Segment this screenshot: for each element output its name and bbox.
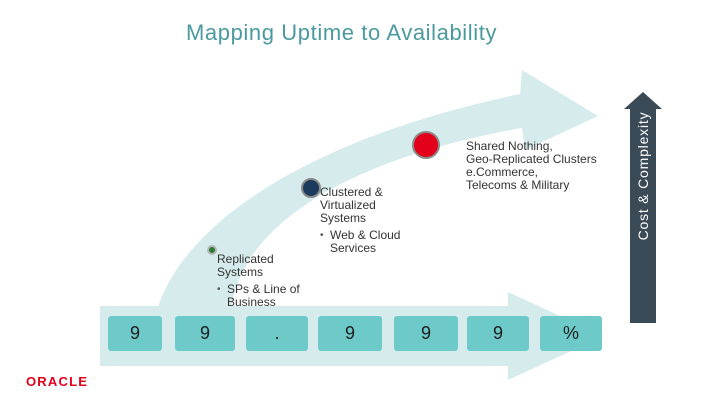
tier-2-label: Clustered & Virtualized Systems Web & Cl… [320, 186, 400, 255]
tier-1-marker-dot [207, 245, 217, 255]
availability-decimal-point: . [246, 316, 308, 351]
tier-3-label: Shared Nothing, Geo-Replicated Clusters … [466, 140, 597, 192]
tier-1-bullet: SPs & Line of Business [217, 283, 300, 309]
availability-digit-5: 9 [467, 316, 529, 351]
curved-growth-arrow [155, 70, 598, 318]
availability-digit-4: 9 [394, 316, 458, 351]
oracle-logo: ORACLE [26, 374, 89, 389]
slide-title: Mapping Uptime to Availability [186, 20, 498, 45]
availability-percent-sign: % [540, 316, 602, 351]
tier-2-marker-dot [301, 178, 321, 198]
tier-3-marker-dot [412, 131, 440, 159]
cost-complexity-label: Cost & Complexity [635, 111, 651, 241]
availability-digit-2: 9 [175, 316, 235, 351]
tier-3-name: Shared Nothing, Geo-Replicated Clusters … [466, 139, 597, 192]
tier-2-bullet: Web & Cloud Services [320, 229, 400, 255]
tier-1-label: Replicated Systems SPs & Line of Busines… [217, 253, 300, 309]
tier-2-name: Clustered & Virtualized Systems [320, 185, 383, 225]
cost-complexity-bar [630, 108, 656, 323]
tier-1-name: Replicated Systems [217, 252, 274, 279]
availability-digit-1: 9 [108, 316, 162, 351]
cost-complexity-arrow-head [624, 92, 662, 109]
availability-digit-3: 9 [318, 316, 382, 351]
